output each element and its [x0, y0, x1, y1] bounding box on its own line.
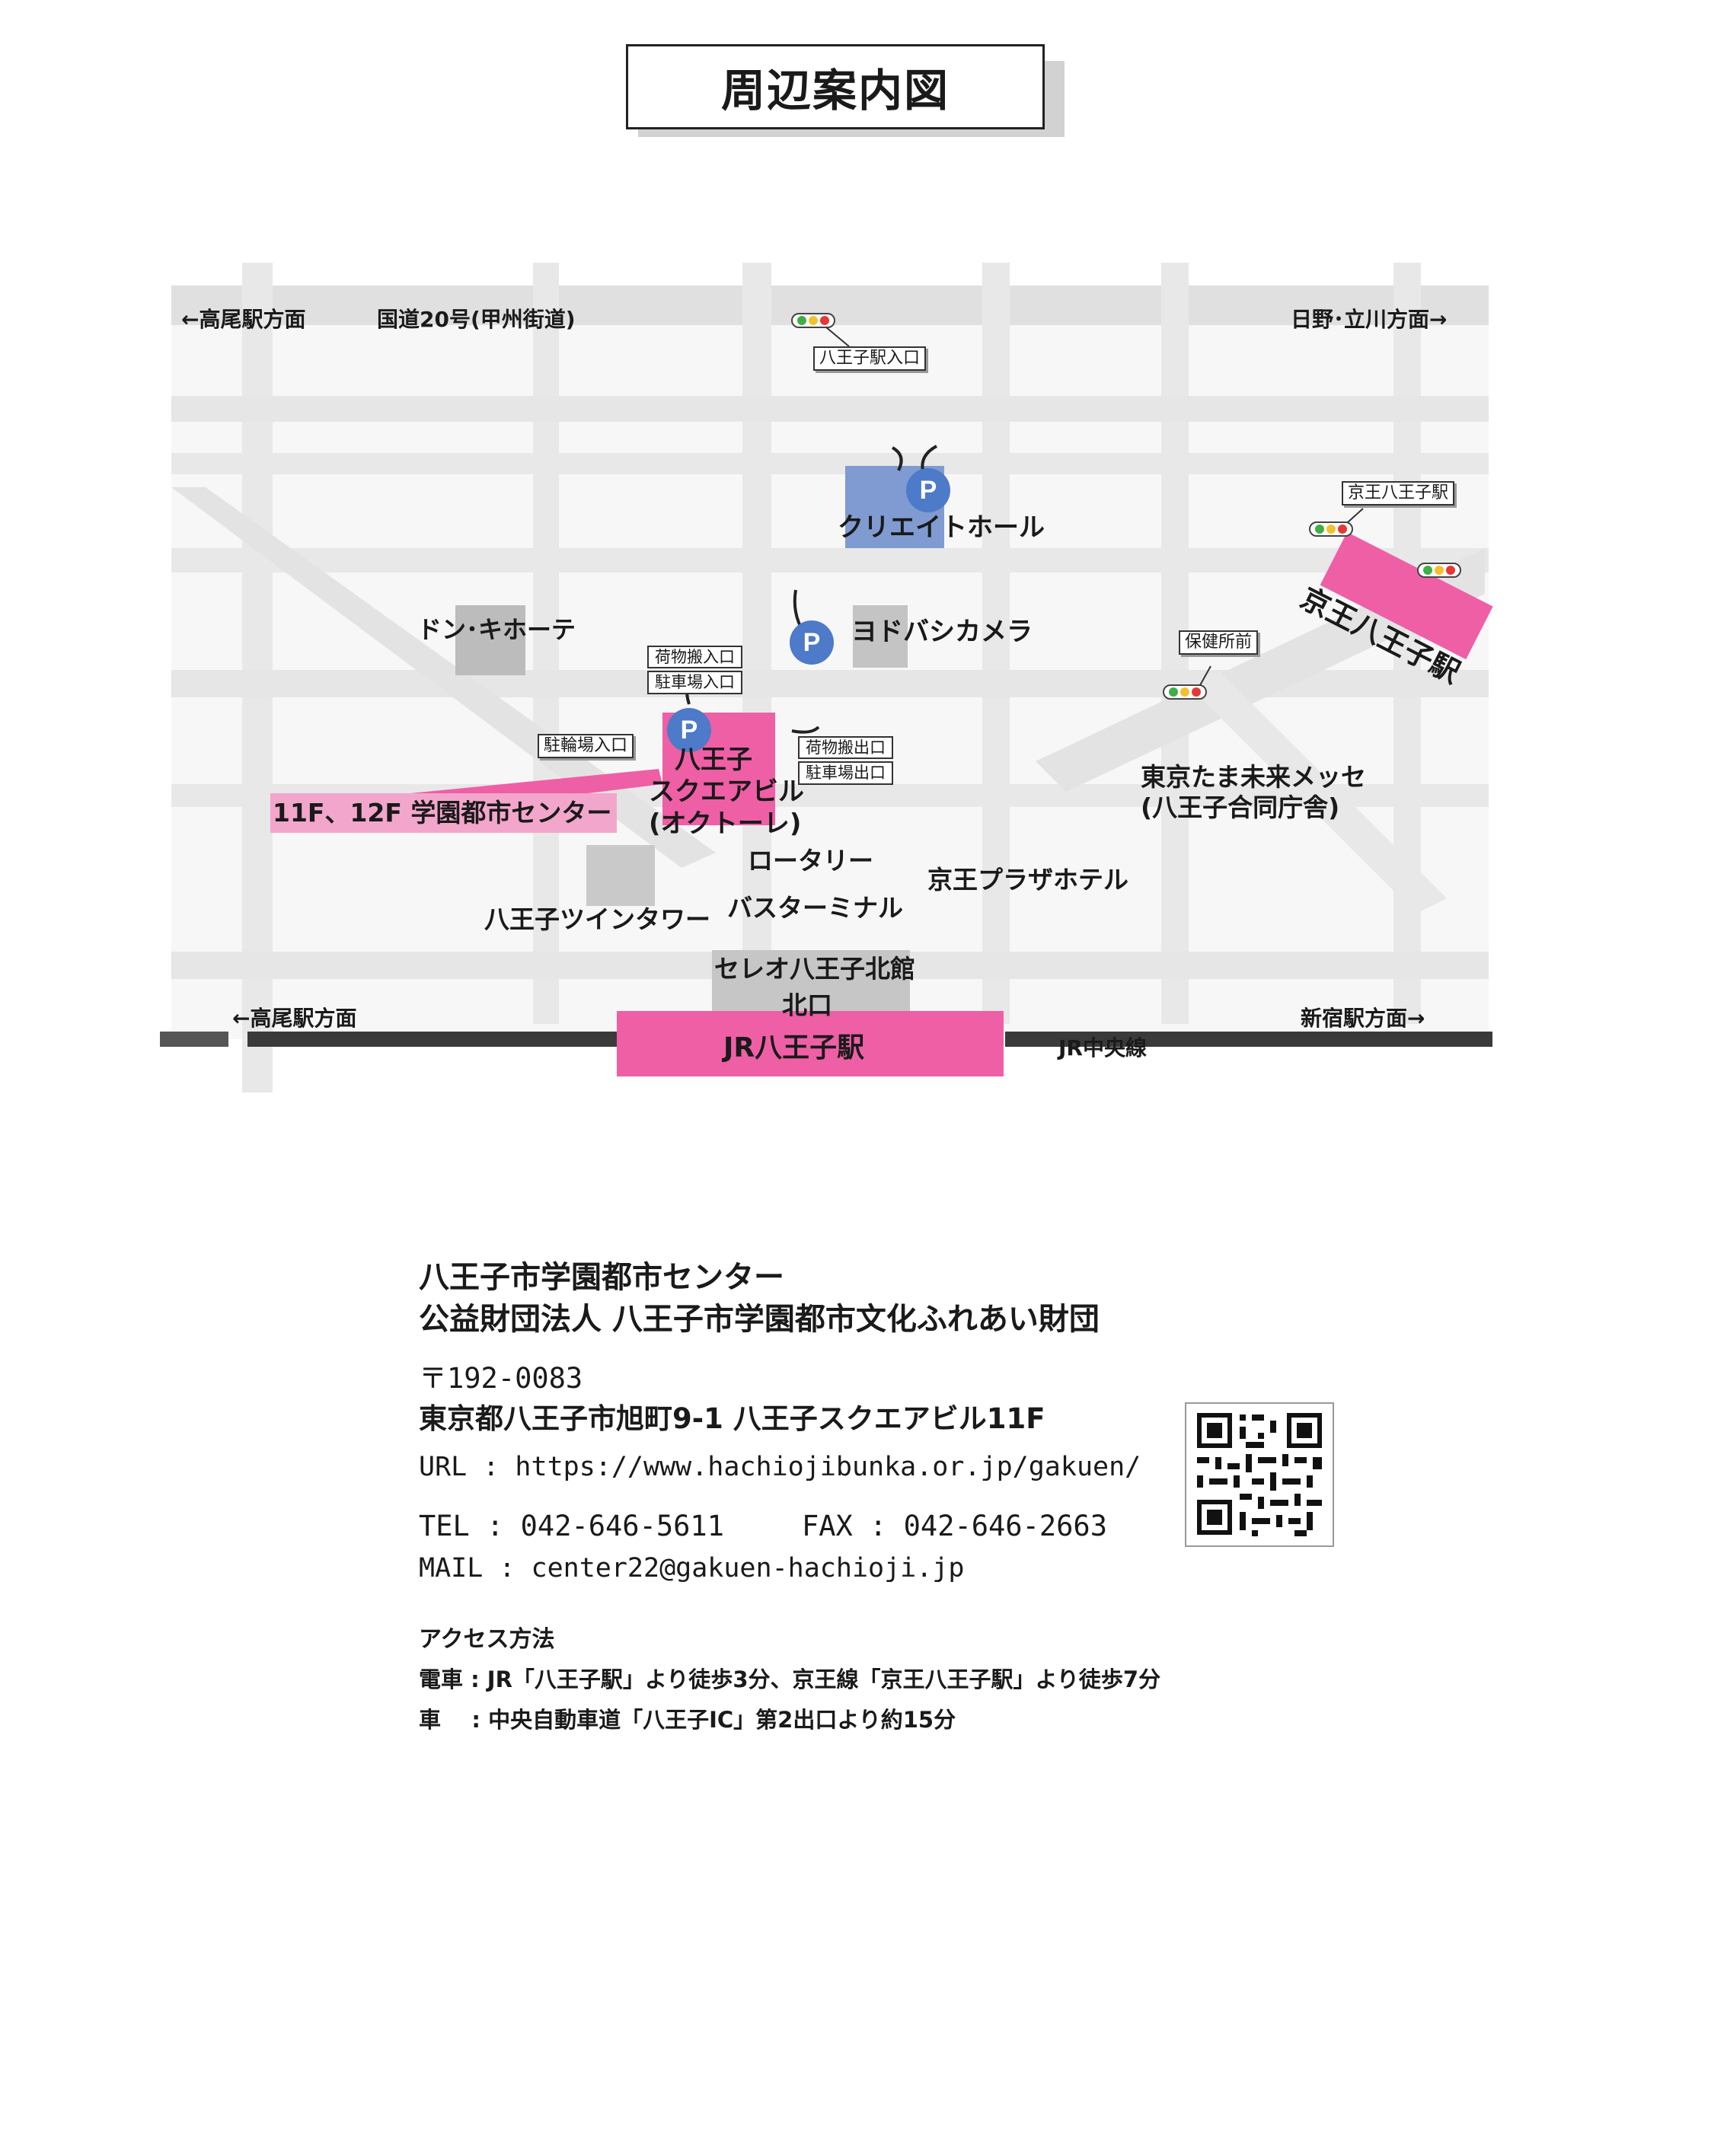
celeo-label: セレオ八王子北館 [714, 954, 915, 984]
loading-parking-entrance-tags: 荷物搬入口 駐車場入口 [647, 646, 742, 694]
building-celeo [712, 950, 910, 1011]
traffic-signal-icon [1163, 684, 1207, 700]
gakuen-center-band [270, 793, 617, 833]
loading-out-tag: 荷物搬出口 [798, 736, 893, 760]
road-diag-right2 [1188, 670, 1447, 914]
road-v3 [742, 263, 771, 1024]
bus-terminal-label: バスターミナル [727, 893, 903, 923]
arrow-icon [921, 445, 938, 471]
road-h3 [171, 548, 1489, 572]
road-v2 [533, 263, 559, 1024]
building-twin-tower [586, 845, 655, 906]
square-building-label-3: (オクトーレ) [649, 808, 802, 839]
access-heading: アクセス方法 [419, 1626, 555, 1653]
yodobashi-label: ヨドバシカメラ [851, 617, 1033, 647]
org-name-1: 八王子市学園都市センター [419, 1260, 784, 1295]
loading-in-tag: 荷物搬入口 [647, 646, 742, 669]
title-box: 周辺案内図 [626, 44, 1045, 129]
keio-plaza-label: 京王プラザホテル [927, 865, 1128, 895]
page-title: 周辺案内図 [720, 65, 950, 116]
hokensho-tag: 保健所前 [1179, 630, 1259, 655]
rotary-label: ロータリー [748, 846, 873, 875]
tel: TEL : 042-646-5611 [419, 1510, 724, 1542]
traffic-signal-icon [1309, 521, 1353, 537]
road-route20-label: 国道20号(甲州街道) [377, 307, 576, 332]
parking-out-tag: 駐車場出口 [798, 761, 893, 785]
square-building-label-1: 八王子 [675, 745, 752, 775]
gakuen-center-label: 11F、12F 学園都市センター [273, 798, 612, 828]
url[interactable]: URL : https://www.hachiojibunka.or.jp/ga… [419, 1452, 1141, 1482]
create-hall-label: クリエイトホール [838, 512, 1045, 543]
rail-line-mid [247, 1032, 617, 1047]
access-train: 電車 : JR「八王子駅」より徒歩3分、京王線「京王八王子駅」より徒歩7分 [419, 1666, 1161, 1692]
rail-line-right [1005, 1032, 1492, 1047]
direction-top-left: ←高尾駅方面 [181, 307, 306, 332]
map-canvas [160, 263, 1493, 1092]
qr-code-graphic [1197, 1413, 1322, 1536]
square-building-label-2: スクエアビル [649, 777, 804, 807]
address: 東京都八王子市旭町9-1 八王子スクエアビル11F [419, 1402, 1045, 1435]
org-name-2: 公益財団法人 八王子市学園都市文化ふれあい財団 [419, 1302, 1100, 1337]
loading-parking-exit-tags: 荷物搬出口 駐車場出口 [798, 736, 893, 785]
qr-code[interactable] [1185, 1402, 1334, 1547]
jr-station-block [617, 1011, 1004, 1076]
parking-icon: P [667, 708, 711, 752]
arrow-icon [791, 726, 820, 734]
building-yodobashi [853, 605, 908, 668]
keio-station-tag: 京王八王子駅 [1342, 481, 1455, 506]
north-exit-label: 北口 [782, 990, 832, 1020]
keio-station-band [1320, 531, 1493, 660]
hachioji-entrance-tag: 八王子駅入口 [813, 346, 927, 372]
parking-icon: P [906, 468, 950, 512]
building-don-quijote [455, 605, 525, 675]
fax: FAX : 042-646-2663 [802, 1510, 1107, 1542]
rail-line-label: JR中央線 [1058, 1035, 1147, 1060]
road-h1 [171, 396, 1489, 422]
road-h2 [171, 453, 1489, 474]
postal-code: 〒192-0083 [419, 1362, 583, 1395]
traffic-signal-icon [791, 313, 835, 328]
don-quijote-label: ドン･キホーテ [417, 615, 576, 644]
messe-label-2: (八王子合同庁舎) [1141, 793, 1340, 822]
parking-icon: P [790, 620, 834, 665]
jr-station-label: JR八王子駅 [723, 1032, 865, 1064]
traffic-signal-icon [1417, 563, 1461, 578]
direction-top-right: 日野･立川方面→ [1291, 307, 1448, 332]
twin-tower-label: 八王子ツインタワー [484, 904, 710, 934]
direction-bottom-right: 新宿駅方面→ [1301, 1006, 1425, 1031]
road-v4 [982, 263, 1010, 1024]
rail-line-left [160, 1032, 228, 1047]
direction-bottom-left: ←高尾駅方面 [232, 1006, 357, 1031]
mail[interactable]: MAIL : center22@gakuen-hachioji.jp [419, 1553, 965, 1584]
bicycle-entrance-tag: 駐輪場入口 [538, 734, 634, 759]
road-diag-left [171, 487, 716, 868]
messe-label-1: 東京たま未来メッセ [1141, 762, 1367, 792]
parking-in-tag: 駐車場入口 [647, 671, 742, 694]
arrow-icon [891, 446, 903, 471]
access-car: 車 : 中央自動車道「八王子IC」第2出口より約15分 [419, 1707, 956, 1733]
